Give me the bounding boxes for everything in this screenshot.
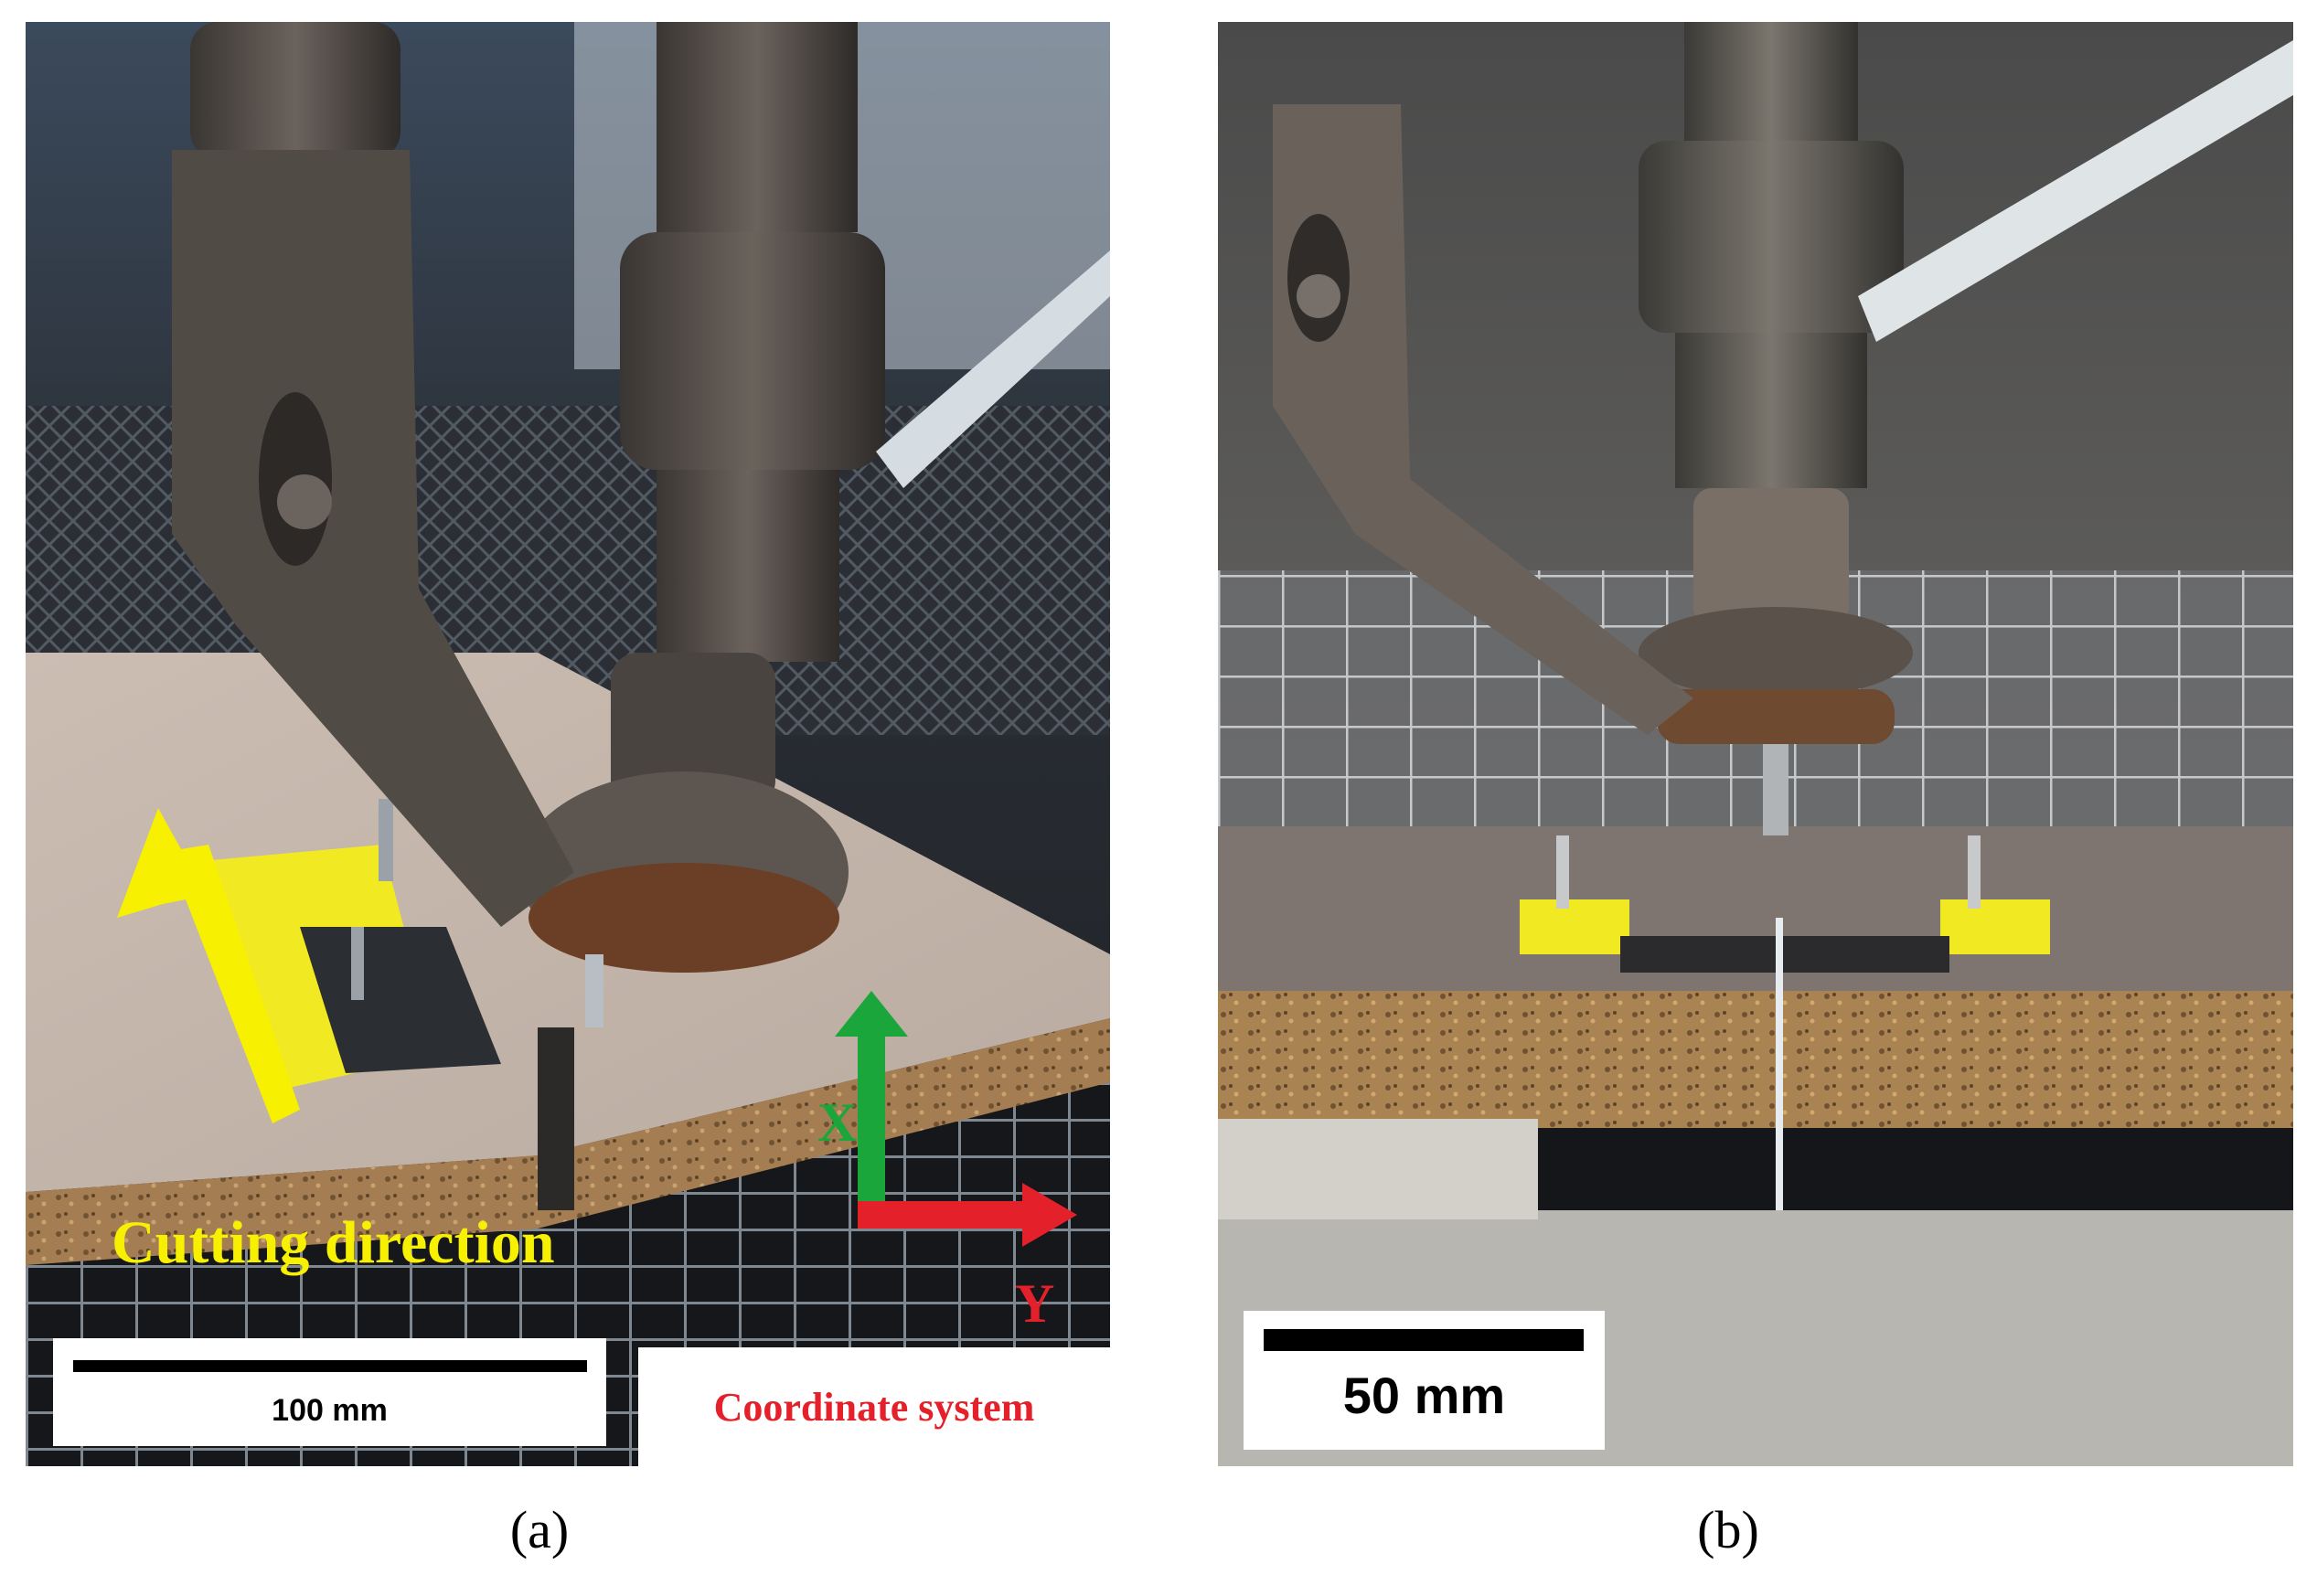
cutting-direction-arrow	[117, 808, 300, 1123]
coordinate-system-box	[638, 1347, 1110, 1466]
scale-bar-label-a: 100 mm	[272, 1393, 388, 1428]
x-axis-label: X	[817, 1092, 858, 1153]
scale-bar-box-a	[53, 1338, 606, 1446]
coordinate-system-label: Coordinate system	[713, 1385, 1035, 1430]
photo-panel-b: 50 mm	[1218, 22, 2293, 1466]
scale-bar-label-b: 50 mm	[1342, 1367, 1506, 1424]
photo-b-scene	[1218, 22, 2293, 1466]
x-axis-arrow	[835, 991, 908, 1210]
scale-bar-a	[73, 1360, 587, 1372]
scale-bar-b	[1264, 1329, 1584, 1351]
y-axis-arrow	[858, 1183, 1077, 1247]
photo-panel-a: Cutting direction X Y 100 mm Coordinate …	[26, 22, 1110, 1466]
photo-a-scene	[26, 22, 1110, 1466]
panel-caption-a: (a)	[509, 1500, 570, 1559]
y-axis-label: Y	[1015, 1273, 1055, 1334]
cutting-direction-label: Cutting direction	[112, 1209, 555, 1276]
panel-caption-b: (b)	[1697, 1500, 1759, 1559]
